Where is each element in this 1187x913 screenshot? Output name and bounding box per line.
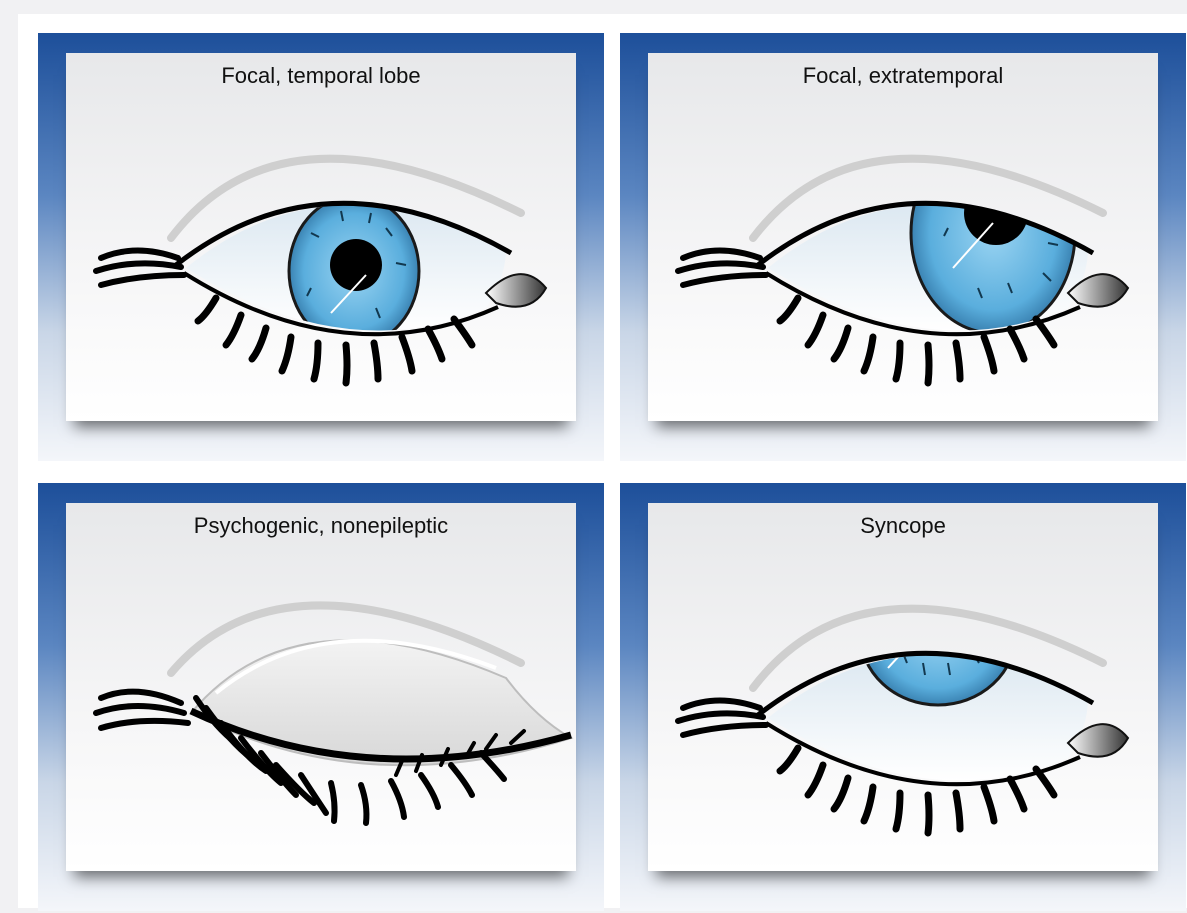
- eye-illustration-closed: [66, 503, 576, 871]
- eye-illustration: [66, 53, 576, 421]
- iris: [289, 196, 419, 346]
- panel-focal-temporal: Focal, temporal lobe: [38, 33, 604, 461]
- pupil: [912, 575, 968, 631]
- iris: [860, 561, 1016, 705]
- card: Psychogenic, nonepileptic: [66, 503, 576, 871]
- panel-syncope: Syncope: [620, 483, 1186, 911]
- panel-psychogenic: Psychogenic, nonepileptic: [38, 483, 604, 911]
- card: Focal, temporal lobe: [66, 53, 576, 421]
- pupil: [330, 239, 382, 291]
- card: Focal, extratemporal: [648, 53, 1158, 421]
- card: Syncope: [648, 503, 1158, 871]
- eye-illustration: [648, 503, 1158, 871]
- panel-focal-extratemporal: Focal, extratemporal: [620, 33, 1186, 461]
- eye-illustration: [648, 53, 1158, 421]
